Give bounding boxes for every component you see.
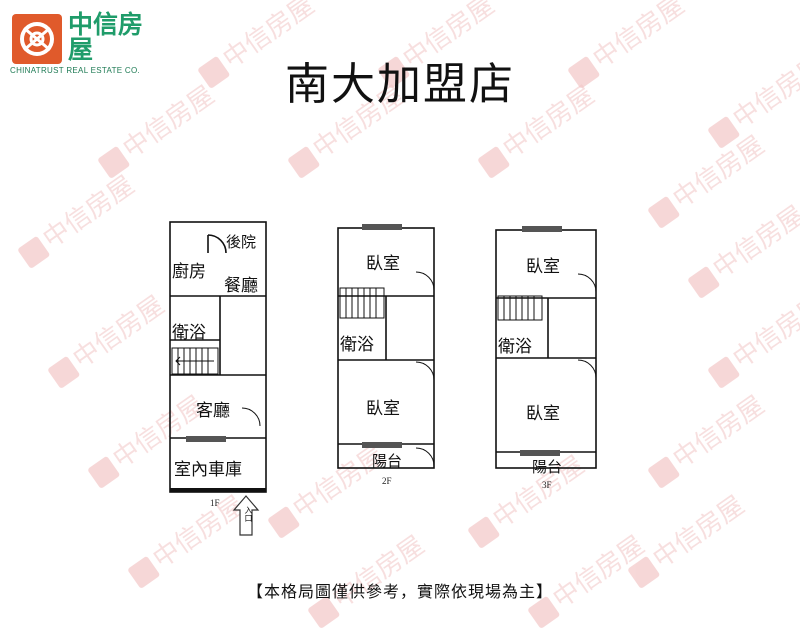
entry-label: 入口 xyxy=(244,506,253,522)
disclaimer-caption: 【本格局圖僅供參考，實際依現場為主】 xyxy=(246,582,553,601)
room-living: 客廳 xyxy=(196,401,230,421)
floor-1f-stairs xyxy=(171,347,219,375)
floor-1f-walls xyxy=(169,221,267,493)
watermark: 中信房屋 xyxy=(11,165,140,271)
room-bedroom-2f-front: 臥室 xyxy=(366,254,400,274)
company-logo: 中信房屋 CHINATRUST REAL ESTATE CO. xyxy=(8,8,158,75)
floor-3f-window-top xyxy=(522,226,562,232)
floor-2f-stairs xyxy=(339,287,385,319)
room-bathroom-3f: 衛浴 xyxy=(498,337,532,357)
room-garage: 室內車庫 xyxy=(174,460,242,480)
floor-1f-window xyxy=(186,436,226,442)
floor-plan-diagram: 後院 廚房 餐廳 衛浴 客廳 室內車庫 1F 入口 臥室 衛浴 臥室 陽台 2F… xyxy=(150,200,620,540)
floor-label-1f: 1F xyxy=(210,498,220,508)
room-backyard: 後院 xyxy=(226,233,257,251)
room-bathroom-1f: 衛浴 xyxy=(172,323,206,343)
floor-label-2f: 2F xyxy=(382,476,392,486)
floor-1f-entry-arrow-icon xyxy=(232,495,260,536)
floor-label-3f: 3F xyxy=(542,480,552,490)
logo-english-name: CHINATRUST REAL ESTATE CO. xyxy=(10,66,141,75)
room-balcony-3f: 陽台 xyxy=(532,458,563,476)
watermark: 中信房屋 xyxy=(641,125,770,231)
floor-2f-window-top xyxy=(362,224,402,230)
floor-3f-stairs xyxy=(497,295,543,321)
floor-3f-window-bottom xyxy=(520,450,560,456)
watermark: 中信房屋 xyxy=(701,285,800,391)
logo-chinese-name: 中信房屋 xyxy=(68,10,144,64)
page-title: 南大加盟店 xyxy=(285,59,515,110)
watermark: 中信房屋 xyxy=(641,385,770,491)
room-bedroom-2f-back: 臥室 xyxy=(366,399,400,419)
logo-emblem-icon xyxy=(12,14,62,64)
room-dining: 餐廳 xyxy=(224,276,258,296)
watermark: 中信房屋 xyxy=(681,195,800,301)
room-bathroom-2f: 衛浴 xyxy=(340,335,374,355)
floor-2f-window-bottom xyxy=(362,442,402,448)
room-kitchen: 廚房 xyxy=(172,262,206,282)
room-bedroom-3f-front: 臥室 xyxy=(526,257,560,277)
room-bedroom-3f-back: 臥室 xyxy=(526,404,560,424)
floor-plan-svg xyxy=(169,221,597,536)
room-balcony-2f: 陽台 xyxy=(372,452,403,470)
watermark: 中信房屋 xyxy=(621,485,750,591)
